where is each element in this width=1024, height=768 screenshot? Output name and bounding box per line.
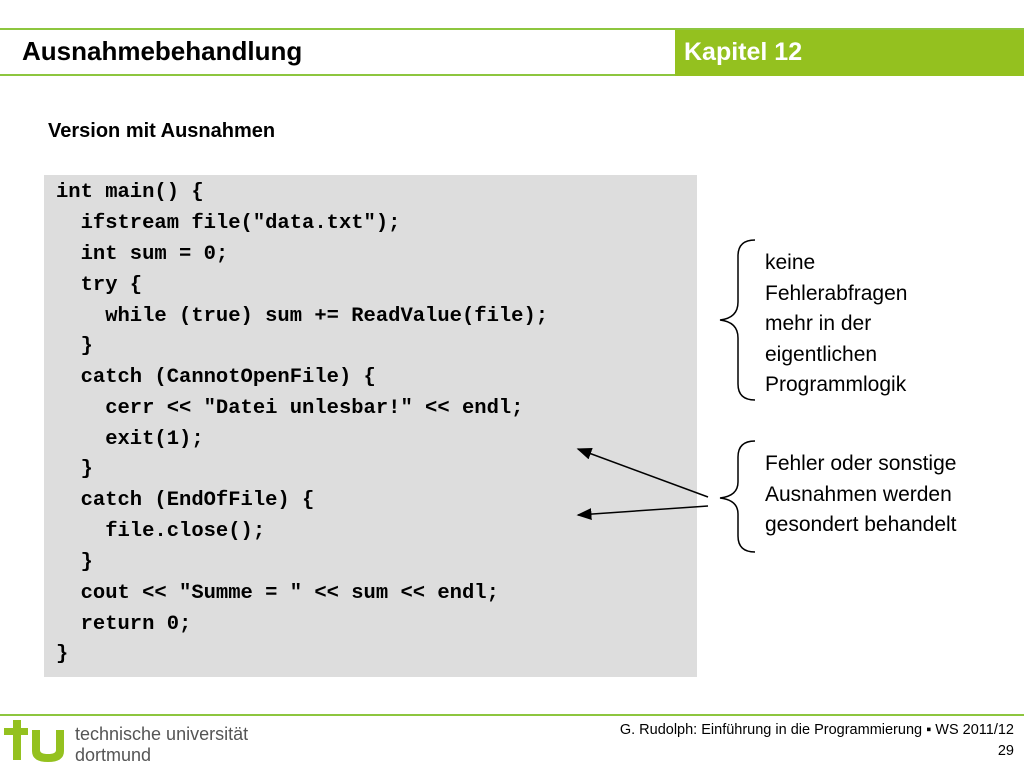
- note-line: Fehler oder sonstige: [765, 452, 957, 475]
- code-line: try {: [56, 274, 143, 297]
- university-name-line: technische universität: [75, 724, 249, 744]
- code-line: }: [56, 643, 69, 666]
- code-line: int sum = 0;: [56, 243, 229, 266]
- note-line: Fehlerabfragen: [765, 281, 908, 305]
- code-line: cerr << "Datei unlesbar!" << endl;: [56, 397, 524, 420]
- code-line: catch (EndOfFile) {: [56, 489, 315, 512]
- arrow-to-catch-cannot-open: [576, 448, 709, 498]
- section-subtitle: Version mit Ausnahmen: [48, 120, 276, 142]
- code-line: }: [56, 335, 93, 358]
- slide-title: Ausnahmebehandlung: [22, 36, 303, 66]
- chapter-label: Kapitel 12: [675, 30, 1024, 76]
- curly-brace-second: [719, 440, 756, 553]
- note-line: eigentlichen: [765, 342, 878, 366]
- footer-line: [0, 714, 1024, 716]
- page-number: 29: [997, 743, 1014, 759]
- tu-logo-icon: [4, 720, 64, 762]
- code-line: ifstream file("data.txt");: [56, 212, 401, 235]
- code-line: exit(1);: [56, 428, 204, 451]
- note-line: Programmlogik: [765, 373, 907, 396]
- code-line: catch (CannotOpenFile) {: [56, 366, 376, 389]
- code-line: while (true) sum += ReadValue(file);: [56, 305, 549, 328]
- university-name: technische universität dortmund: [75, 724, 248, 766]
- code-line: cout << "Summe = " << sum << endl;: [56, 582, 499, 605]
- code-line: file.close();: [56, 520, 266, 543]
- code-line: int main() {: [56, 181, 204, 204]
- code-line: }: [56, 551, 93, 574]
- code-line: }: [56, 458, 93, 481]
- university-name-line: dortmund: [75, 745, 152, 765]
- header-top-line: [0, 28, 1024, 30]
- header-underline: [0, 74, 675, 76]
- footer-citation: G. Rudolph: Einführung in die Programmie…: [619, 722, 1014, 738]
- code-block: int main() { ifstream file("data.txt"); …: [44, 175, 697, 677]
- note-line: Ausnahmen werden: [765, 482, 952, 506]
- note-line: mehr in der: [765, 312, 872, 335]
- note-line: gesondert behandelt: [765, 513, 957, 536]
- code-line: return 0;: [56, 613, 192, 636]
- curly-brace-first: [719, 239, 756, 401]
- arrow-to-catch-end-of-file: [576, 505, 709, 521]
- note-no-error-checks: keine Fehlerabfragen mehr in der eigentl…: [765, 248, 907, 401]
- note-separate-handling: Fehler oder sonstige Ausnahmen werden ge…: [765, 449, 957, 541]
- note-line: keine: [765, 251, 816, 274]
